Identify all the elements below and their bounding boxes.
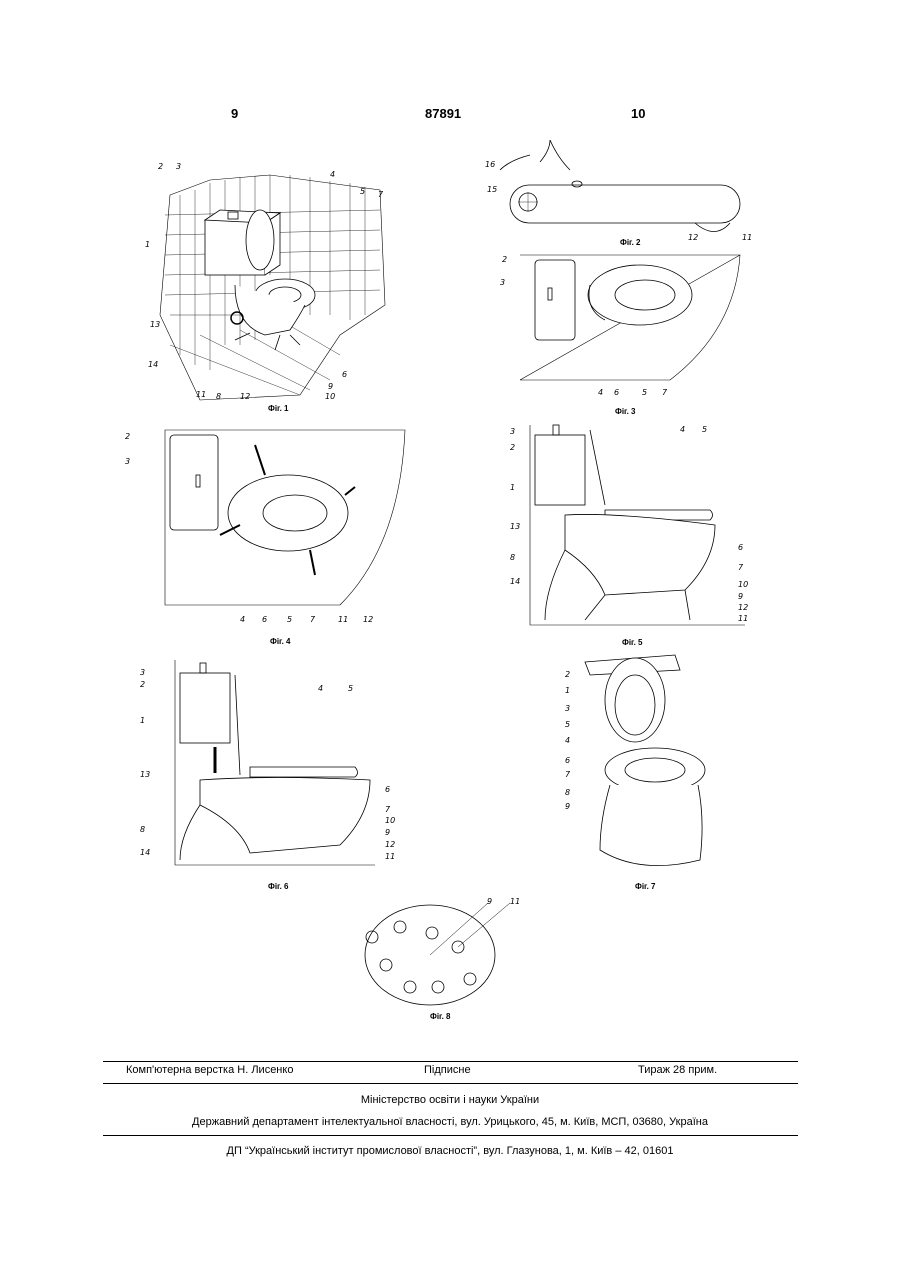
figure-3-drawing (520, 250, 745, 385)
fig1-label: 5 (360, 187, 365, 196)
fig7-label: 5 (565, 720, 570, 729)
fig4-label: 3 (125, 457, 130, 466)
fig7-label: 3 (565, 704, 570, 713)
fig6-label: 6 (385, 785, 390, 794)
fig2-label: 15 (487, 185, 497, 194)
fig1-label: 11 (196, 390, 206, 399)
figure-4-caption: Фіг. 4 (270, 637, 290, 646)
fig4-label: 5 (287, 615, 292, 624)
figure-6-caption: Фіг. 6 (268, 882, 288, 891)
figure-3-caption: Фіг. 3 (615, 407, 635, 416)
fig4-label: 7 (310, 615, 315, 624)
fig3-label: 3 (500, 278, 505, 287)
fig7-label: 8 (565, 788, 570, 797)
fig4-label: 12 (363, 615, 373, 624)
fig1-label: 8 (216, 392, 221, 401)
fig5-label: 5 (702, 425, 707, 434)
fig3-label: 6 (614, 388, 619, 397)
fig6-label: 8 (140, 825, 145, 834)
fig6-label: 4 (318, 684, 323, 693)
fig8-label: 9 (487, 897, 492, 906)
fig2-label: 16 (485, 160, 495, 169)
fig5-label: 7 (738, 563, 743, 572)
footer-signed: Підписне (424, 1064, 471, 1076)
fig1-label: 13 (150, 320, 160, 329)
figure-2-drawing (480, 140, 750, 240)
patent-number: 87891 (425, 106, 461, 121)
fig5-label: 9 (738, 592, 743, 601)
right-page-number: 10 (631, 106, 645, 121)
fig2-label: 12 (688, 233, 698, 242)
footer-rule-3 (103, 1135, 798, 1136)
fig1-label: 12 (240, 392, 250, 401)
footer-circulation: Тираж 28 прим. (638, 1064, 717, 1076)
footer-ministry: Міністерство освіти і науки України (0, 1094, 900, 1106)
fig5-label: 8 (510, 553, 515, 562)
figure-5-drawing (525, 420, 750, 635)
fig5-label: 6 (738, 543, 743, 552)
fig1-label: 3 (176, 162, 181, 171)
fig3-label: 7 (662, 388, 667, 397)
figure-7-drawing (580, 650, 720, 875)
figure-7-caption: Фіг. 7 (635, 882, 655, 891)
footer-rule-1 (103, 1061, 798, 1062)
fig3-label: 4 (598, 388, 603, 397)
fig7-label: 9 (565, 802, 570, 811)
fig5-label: 10 (738, 580, 748, 589)
fig5-label: 2 (510, 443, 515, 452)
fig7-label: 7 (565, 770, 570, 779)
fig5-label: 11 (738, 614, 748, 623)
fig8-label: 11 (510, 897, 520, 906)
figure-1-drawing (140, 155, 390, 405)
fig7-label: 1 (565, 686, 570, 695)
fig6-label: 14 (140, 848, 150, 857)
figure-4-drawing (160, 425, 410, 615)
fig6-label: 10 (385, 816, 395, 825)
footer-layout: Комп'ютерна верстка Н. Лисенко (126, 1064, 293, 1076)
fig2-label: 11 (742, 233, 752, 242)
fig5-label: 12 (738, 603, 748, 612)
fig6-label: 11 (385, 852, 395, 861)
fig4-label: 2 (125, 432, 130, 441)
fig6-label: 2 (140, 680, 145, 689)
figure-2-caption: Фіг. 2 (620, 238, 640, 247)
fig5-label: 4 (680, 425, 685, 434)
fig7-label: 4 (565, 736, 570, 745)
fig4-label: 11 (338, 615, 348, 624)
fig7-label: 2 (565, 670, 570, 679)
fig1-label: 6 (342, 370, 347, 379)
footer-department: Державний департамент інтелектуальної вл… (0, 1116, 900, 1128)
fig6-label: 12 (385, 840, 395, 849)
fig6-label: 1 (140, 716, 145, 725)
figure-8-caption: Фіг. 8 (430, 1012, 450, 1021)
fig5-label: 14 (510, 577, 520, 586)
fig1-label: 2 (158, 162, 163, 171)
fig1-label: 4 (330, 170, 335, 179)
figure-8-drawing (360, 895, 530, 1015)
fig1-label: 7 (378, 190, 383, 199)
figure-5-caption: Фіг. 5 (622, 638, 642, 647)
fig7-label: 6 (565, 756, 570, 765)
fig1-label: 10 (325, 392, 335, 401)
fig1-label: 1 (145, 240, 150, 249)
fig6-label: 5 (348, 684, 353, 693)
fig6-label: 9 (385, 828, 390, 837)
fig4-label: 4 (240, 615, 245, 624)
fig5-label: 1 (510, 483, 515, 492)
fig6-label: 3 (140, 668, 145, 677)
fig1-label: 14 (148, 360, 158, 369)
footer-institute: ДП “Український інститут промислової вла… (0, 1145, 900, 1157)
figure-1-caption: Фіг. 1 (268, 404, 288, 413)
fig6-label: 7 (385, 805, 390, 814)
fig3-label: 5 (642, 388, 647, 397)
left-page-number: 9 (231, 106, 238, 121)
fig4-label: 6 (262, 615, 267, 624)
footer-rule-2 (103, 1083, 798, 1084)
fig6-label: 13 (140, 770, 150, 779)
fig1-label: 9 (328, 382, 333, 391)
fig5-label: 13 (510, 522, 520, 531)
fig3-label: 2 (502, 255, 507, 264)
fig5-label: 3 (510, 427, 515, 436)
